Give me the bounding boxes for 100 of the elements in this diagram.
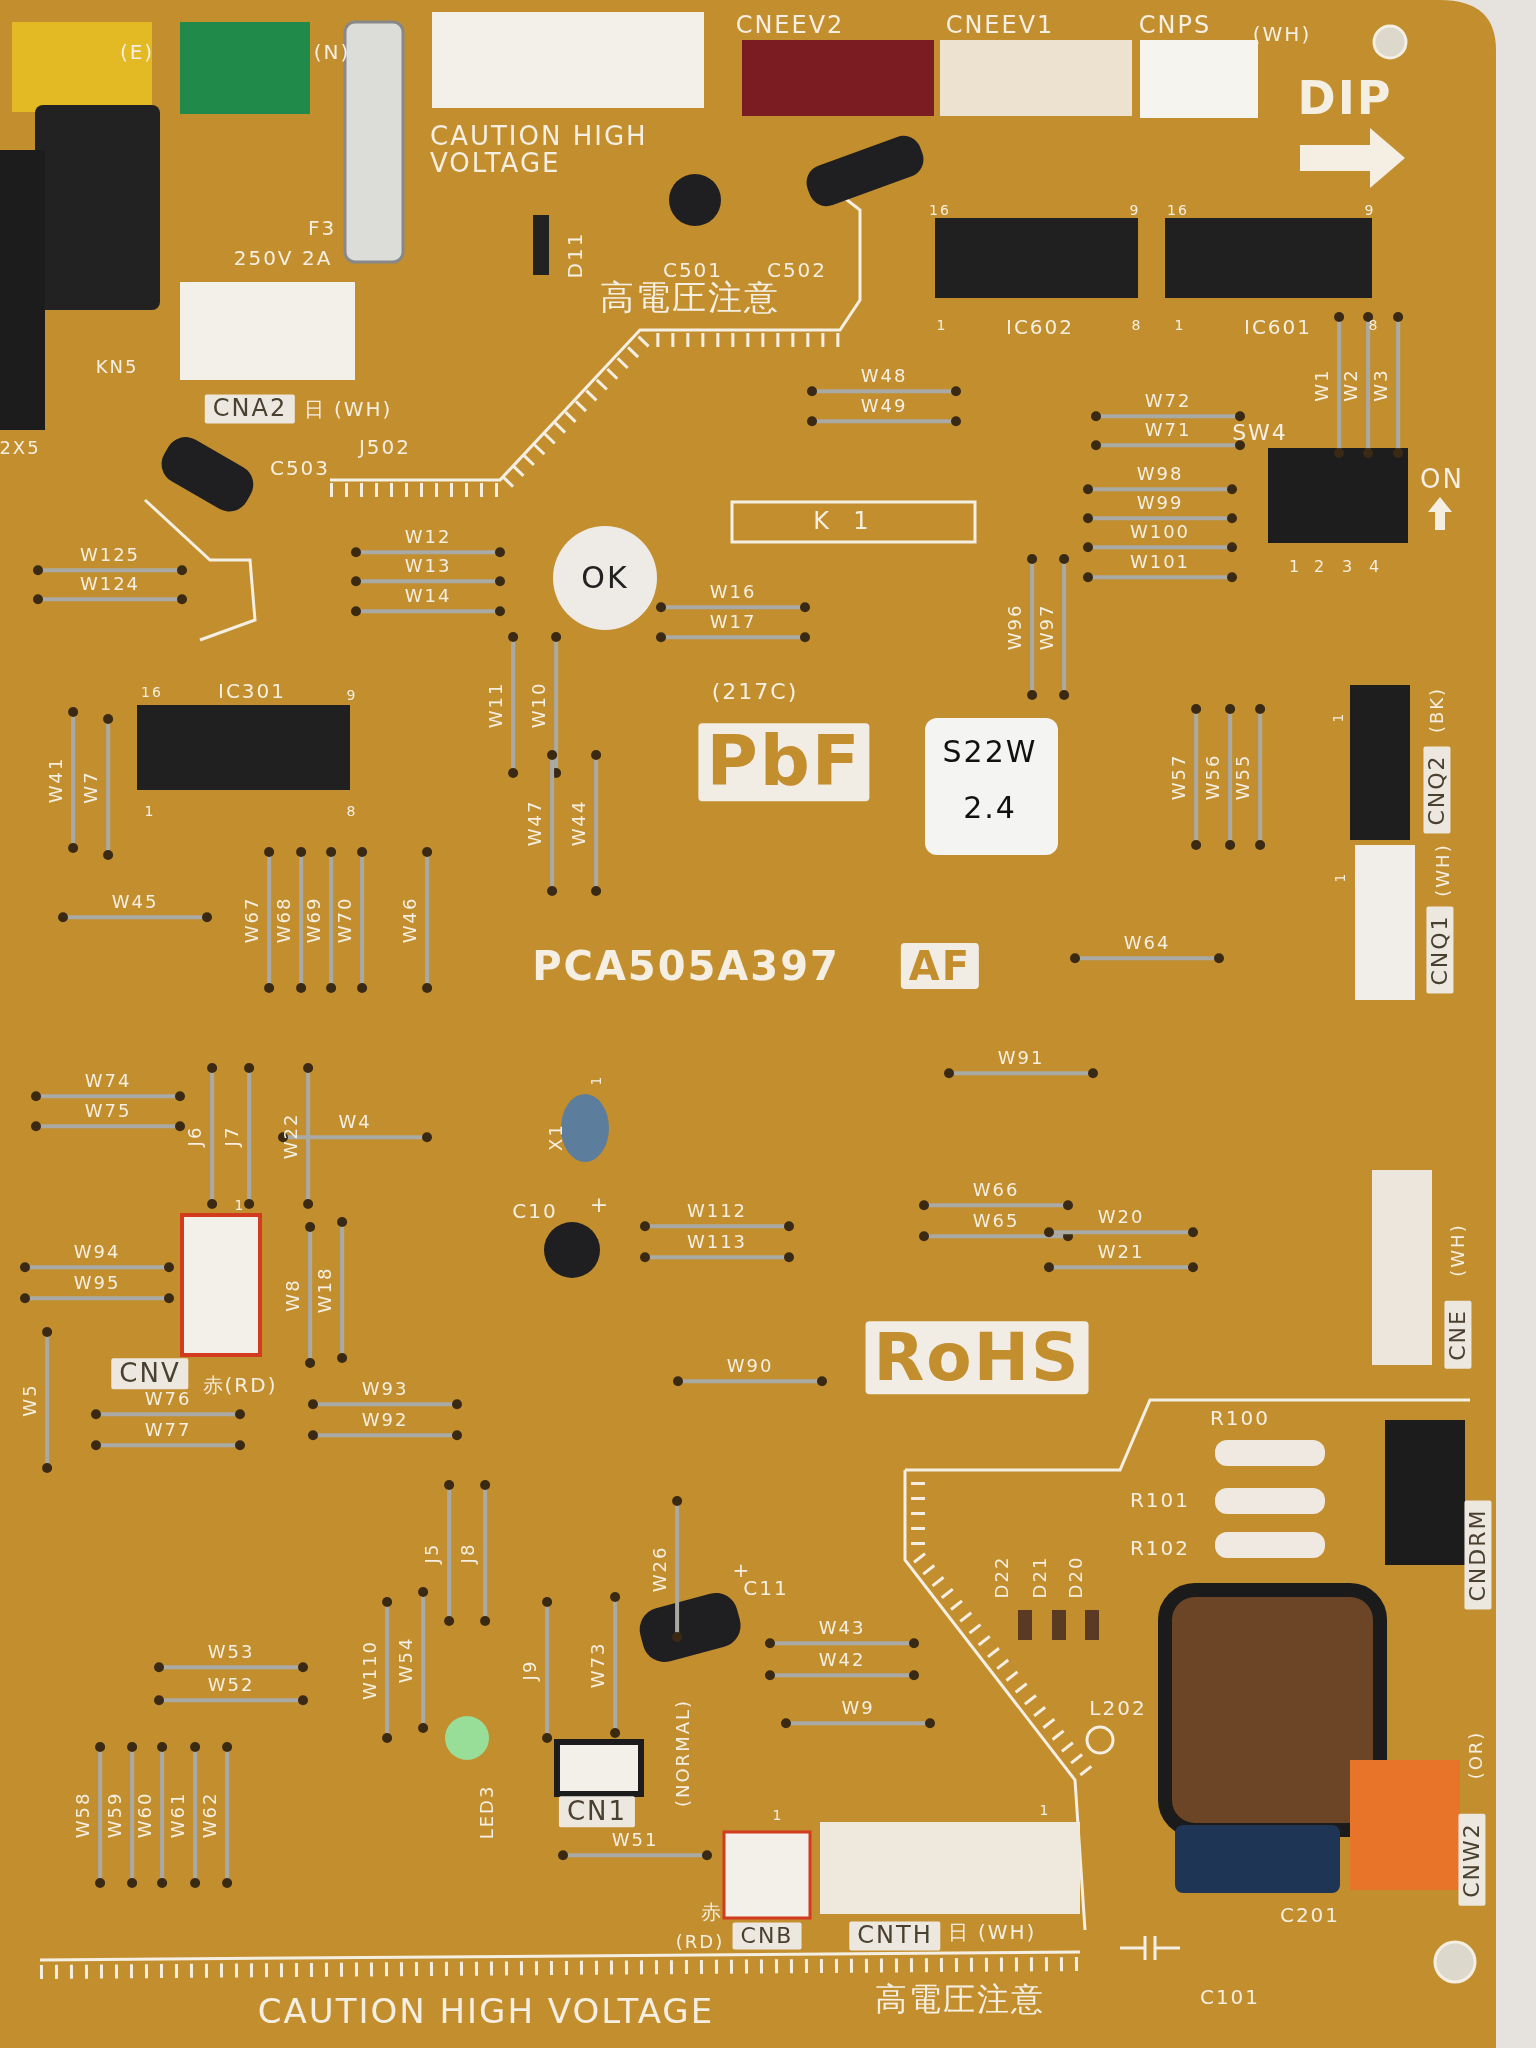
silkscreen-marking: PbF (698, 723, 870, 801)
silkscreen-label: CAUTION HIGH VOLTAGE (430, 122, 649, 178)
silkscreen-label: R100 (1209, 1407, 1271, 1429)
silkscreen-label: W8 (283, 1278, 303, 1312)
silkscreen-label: C501 (662, 259, 724, 281)
silkscreen-label: F3 (307, 217, 337, 239)
silkscreen-marking: CNTH (849, 1921, 941, 1951)
silkscreen-label: C502 (766, 259, 828, 281)
silkscreen-label: (217C) (711, 680, 799, 704)
silkscreen-label: W64 (1123, 933, 1171, 953)
silkscreen-label: W55 (1233, 753, 1253, 801)
silkscreen-label: W13 (404, 556, 452, 576)
silkscreen-label: 9 (346, 687, 358, 703)
silkscreen-marking: CNDRM (1464, 1500, 1492, 1610)
silkscreen-label: W73 (588, 1641, 608, 1689)
silkscreen-label: 1 (144, 803, 156, 819)
silkscreen-label: W46 (400, 896, 420, 944)
silkscreen-label: W101 (1129, 552, 1191, 572)
silkscreen-label: + (589, 1193, 611, 1217)
silkscreen-label: CNEEV2 (735, 13, 845, 39)
silkscreen-label: CNEEV1 (945, 13, 1055, 39)
silkscreen-label: W21 (1097, 1242, 1145, 1262)
silkscreen-label: ON (1420, 466, 1464, 494)
silkscreen-label: (OR) (1466, 1730, 1486, 1780)
silkscreen-marking: AF (900, 943, 980, 989)
silkscreen-label: LED3 (477, 1784, 497, 1840)
silkscreen-label: 3 (1341, 558, 1355, 576)
silkscreen-label: C503 (269, 457, 331, 479)
silkscreen-label: (E) (119, 41, 155, 63)
silkscreen-label: 16 (1167, 202, 1189, 218)
silkscreen-label: W7 (81, 770, 101, 804)
silkscreen-label: IC301 (218, 680, 286, 702)
silkscreen-label: (WH) (1252, 23, 1312, 45)
silkscreen-label: W2 (1341, 368, 1361, 402)
silkscreen-label: W124 (79, 574, 141, 594)
silkscreen-label: 1 (1039, 1802, 1051, 1818)
silkscreen-label: W58 (73, 1791, 93, 1839)
silkscreen-label: 赤 (701, 1901, 723, 1923)
silkscreen-label: W56 (1203, 753, 1223, 801)
silkscreen-label: 高電圧注意 (875, 1983, 1045, 2017)
silkscreen-label: W125 (79, 545, 141, 565)
silkscreen-label: C101 (1199, 1986, 1261, 2008)
silkscreen-label: W26 (650, 1545, 670, 1593)
silkscreen-label: R102 (1129, 1537, 1191, 1559)
silkscreen-label: 1 (1332, 871, 1348, 883)
silkscreen-marking: CNE (1444, 1301, 1472, 1369)
silkscreen-label: W49 (860, 396, 908, 416)
silkscreen-label: W54 (396, 1636, 416, 1684)
silkscreen-marking: RoHS (865, 1321, 1089, 1395)
silkscreen-label: X1 (546, 1123, 566, 1151)
silkscreen-label: W41 (46, 756, 66, 804)
silkscreen-label: OK (581, 562, 629, 594)
silkscreen-label: W69 (304, 896, 324, 944)
silkscreen-label: W47 (525, 799, 545, 847)
silkscreen-label: W94 (73, 1242, 121, 1262)
silkscreen-label: W75 (84, 1101, 132, 1121)
silkscreen-label: W95 (73, 1273, 121, 1293)
silkscreen-label: 2X5 (0, 438, 41, 458)
silkscreen-label: IC601 (1244, 316, 1312, 338)
silkscreen-label: W4 (338, 1112, 372, 1132)
silkscreen-label: C201 (1279, 1904, 1341, 1926)
silkscreen-label: W98 (1136, 464, 1184, 484)
silkscreen-label: W60 (135, 1791, 155, 1839)
silkscreen-label: CNPS (1138, 13, 1212, 39)
silkscreen-label: 250V 2A (233, 247, 333, 269)
silkscreen-label: W51 (611, 1830, 659, 1850)
silkscreen-label: J502 (358, 436, 412, 458)
silkscreen-label: W110 (360, 1639, 380, 1701)
silkscreen-label: W67 (242, 896, 262, 944)
silkscreen-label: W70 (335, 896, 355, 944)
silkscreen-label: W11 (486, 681, 506, 729)
silkscreen-label: W17 (709, 612, 757, 632)
silkscreen-label: 1 (234, 1197, 246, 1213)
silkscreen-label: 16 (929, 202, 951, 218)
silkscreen-label: 2.4 (963, 792, 1017, 824)
silkscreen-label: CAUTION HIGH VOLTAGE (257, 1994, 715, 2030)
silkscreen-label: W113 (686, 1232, 748, 1252)
silkscreen-label: 9 (1129, 202, 1141, 218)
silkscreen-label: W77 (144, 1420, 192, 1440)
silkscreen-label: (WH) (1433, 843, 1453, 897)
silkscreen-label: W91 (997, 1048, 1045, 1068)
silkscreen-label: IC602 (1006, 316, 1074, 338)
silkscreen-label: W112 (686, 1201, 748, 1221)
silkscreen-label: D20 (1066, 1555, 1086, 1599)
silkscreen-label: D22 (992, 1555, 1012, 1599)
silkscreen-label: 赤(RD) (202, 1374, 278, 1396)
silkscreen-label: 1 (936, 317, 948, 333)
silkscreen-label: 8 (346, 803, 358, 819)
silkscreen-label: D21 (1030, 1555, 1050, 1599)
silkscreen-label: J6 (185, 1125, 205, 1147)
silkscreen-label: W71 (1144, 420, 1192, 440)
silkscreen-label: DIP (1297, 73, 1393, 123)
silkscreen-label: (BK) (1427, 686, 1447, 734)
silkscreen-label: W92 (361, 1410, 409, 1430)
silkscreen-label: 16 (141, 684, 163, 700)
silkscreen-label: 日 (WH) (947, 1921, 1037, 1943)
silkscreen-label: W44 (569, 799, 589, 847)
silkscreen-label: J7 (222, 1125, 242, 1147)
silkscreen-label: W22 (281, 1112, 301, 1160)
silkscreen-label: 4 (1368, 558, 1382, 576)
